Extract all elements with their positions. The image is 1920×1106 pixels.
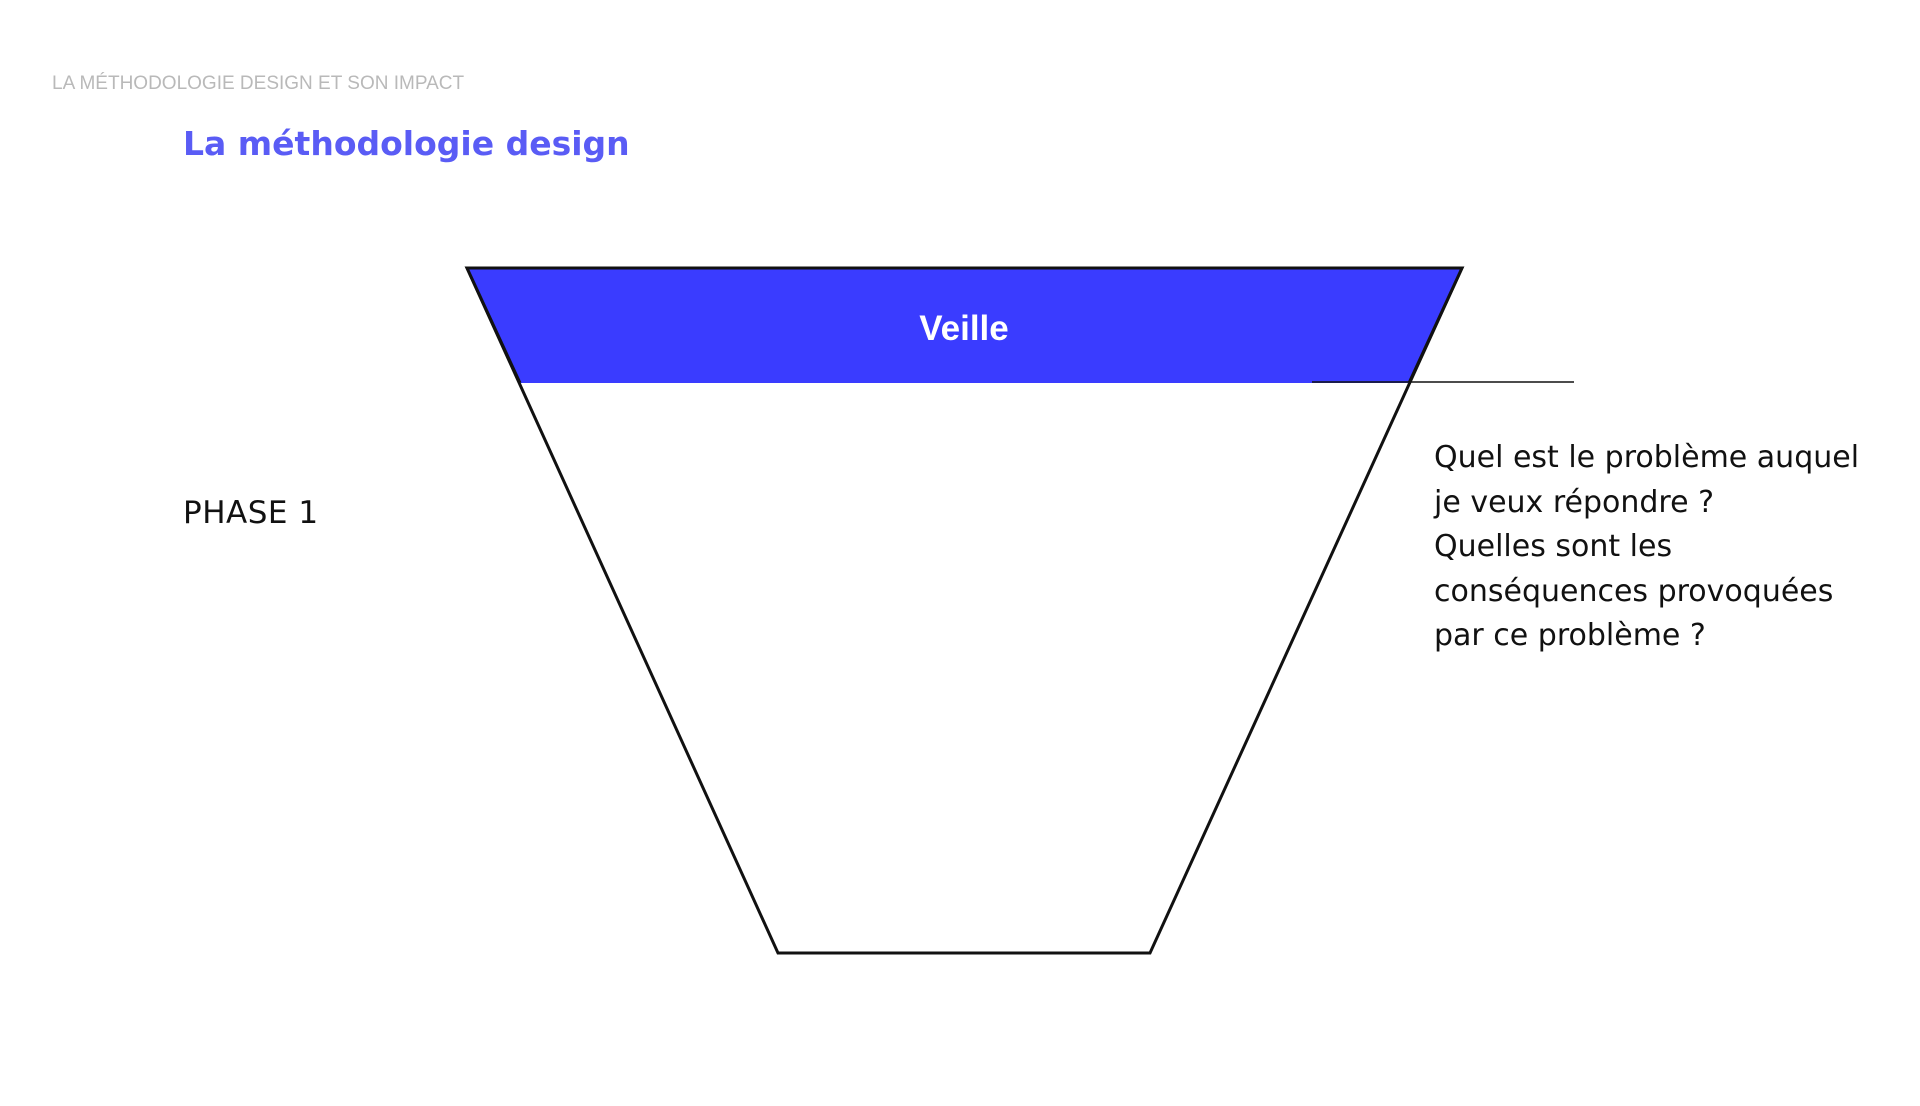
slide-title: La méthodologie design [183,124,630,163]
question-line: conséquences provoquées [1434,573,1834,609]
funnel-outline-edges [464,266,1465,384]
section-header: LA MÉTHODOLOGIE DESIGN ET SON IMPACT [52,73,465,94]
phase-label: PHASE 1 [183,495,319,531]
question-line: je veux répondre ? [1434,484,1715,520]
funnel-top-band [467,268,1462,383]
funnel-top-band-label: Veille [919,309,1009,348]
questions-text: Quel est le problème auquel je veux répo… [1434,436,1914,659]
question-line: par ce problème ? [1434,618,1706,653]
question-line: Quel est le problème auquel [1434,440,1860,475]
question-line: Quelles sont les [1434,529,1673,564]
